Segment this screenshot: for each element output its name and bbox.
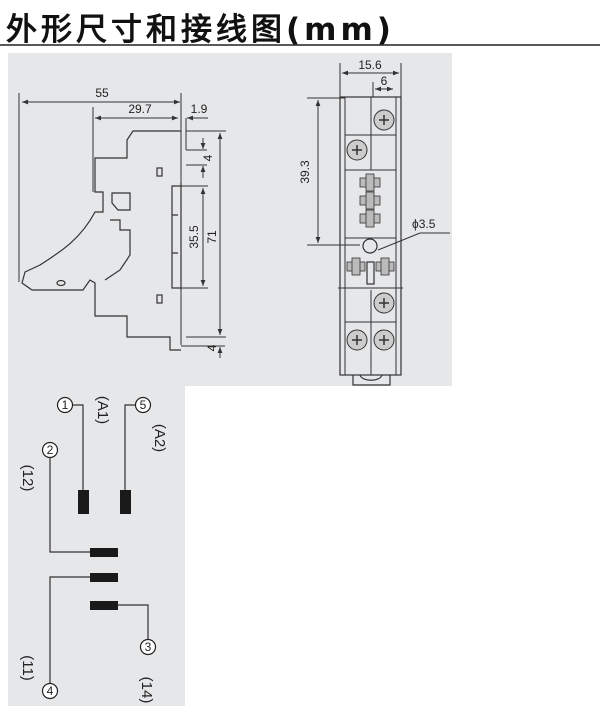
coil-contact-a2 xyxy=(120,490,131,514)
wiring-diagram: 1 5 2 4 3 (A1) (A2) (12) (11) (14) xyxy=(19,396,168,704)
label-12: (12) xyxy=(19,465,36,492)
terminal-2: 2 xyxy=(47,443,54,457)
terminal-5: 5 xyxy=(140,398,147,412)
dim-71: 71 xyxy=(205,230,219,244)
contact-11 xyxy=(90,573,118,582)
front-view-drawing: 39.3 15.6 6 ϕ3.5 xyxy=(298,58,450,386)
terminal-3: 3 xyxy=(145,640,152,654)
wiring-panel xyxy=(8,386,185,706)
page-title: 外形尺寸和接线图(mm) xyxy=(6,12,395,48)
contact-14 xyxy=(90,601,118,610)
dim-55: 55 xyxy=(95,86,109,100)
dim-hole-diameter: ϕ3.5 xyxy=(412,217,436,231)
terminal-1: 1 xyxy=(62,398,69,412)
dim-4-bottom: 4 xyxy=(205,344,219,351)
dim-35-5: 35.5 xyxy=(187,225,201,249)
dim-15-6: 15.6 xyxy=(358,58,382,72)
terminal-4: 4 xyxy=(47,684,54,698)
coil-contact-a1 xyxy=(78,490,89,514)
dim-29-7: 29.7 xyxy=(128,102,152,116)
contact-12 xyxy=(90,548,118,557)
dim-6: 6 xyxy=(381,74,388,88)
label-11: (11) xyxy=(19,655,36,681)
label-a1: (A1) xyxy=(94,396,111,424)
label-14: (14) xyxy=(138,677,155,704)
dim-1-9: 1.9 xyxy=(191,102,208,116)
dim-4-top: 4 xyxy=(201,154,215,161)
label-a2: (A2) xyxy=(151,424,168,452)
dim-39-3: 39.3 xyxy=(298,160,312,184)
side-view-drawing: 55 29.7 1.9 4 35.5 71 4 xyxy=(18,86,226,358)
